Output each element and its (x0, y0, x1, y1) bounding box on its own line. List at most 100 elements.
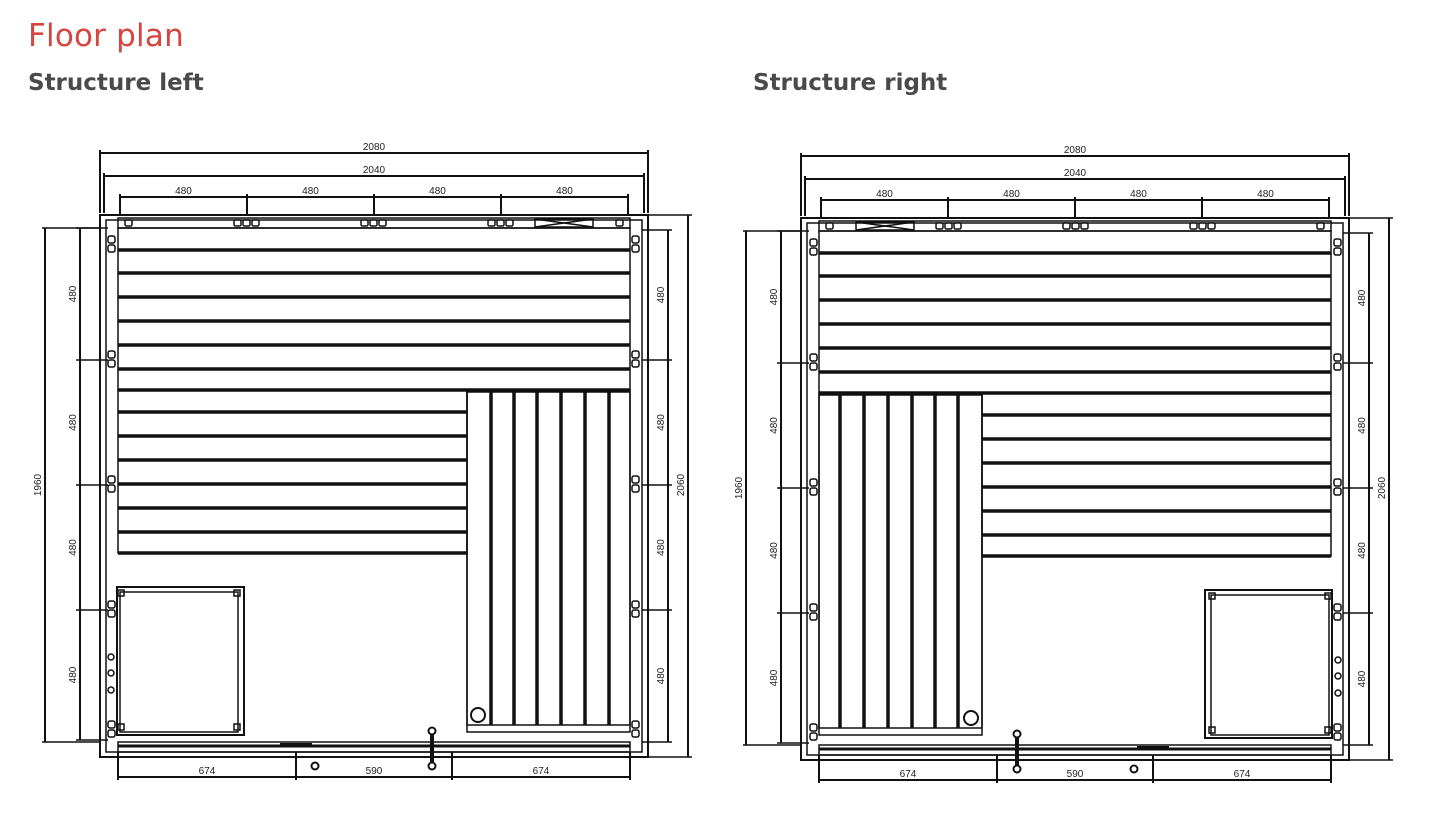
fastener (233, 219, 242, 227)
fastener (1333, 247, 1342, 256)
fastener (1198, 222, 1207, 230)
fastener (809, 723, 818, 732)
fastener (1071, 222, 1080, 230)
dimension-label: 480 (1357, 289, 1368, 306)
dimension-label: 480 (876, 189, 893, 200)
fastener (107, 484, 116, 493)
fastener (631, 729, 640, 738)
screw-icon (1334, 689, 1342, 697)
outer-wall (99, 214, 649, 758)
heater-inner (1210, 594, 1330, 736)
fastener (107, 600, 116, 609)
fastener (505, 219, 514, 227)
fastener (107, 720, 116, 729)
corner-post (233, 723, 241, 731)
dimension-label: 480 (1357, 542, 1368, 559)
fastener (487, 219, 496, 227)
fastener (1333, 362, 1342, 371)
upper-bench (117, 227, 631, 391)
corner-post (233, 589, 241, 597)
fastener (809, 362, 818, 371)
fastener (631, 600, 640, 609)
fastener (1333, 238, 1342, 247)
fastener (615, 219, 624, 227)
vent-frame (534, 218, 594, 228)
fastener (360, 219, 369, 227)
fastener (935, 222, 944, 230)
fastener (1189, 222, 1198, 230)
dimension-label: 2060 (1377, 476, 1388, 499)
dimension-label: 2080 (1064, 145, 1087, 156)
fastener (496, 219, 505, 227)
fastener (1333, 732, 1342, 741)
dimension-label: 480 (656, 539, 667, 556)
dimension-label: 480 (1257, 189, 1274, 200)
fastener (1316, 222, 1325, 230)
fastener (1333, 612, 1342, 621)
heater-guard (116, 586, 245, 736)
fastener (1080, 222, 1089, 230)
corner-post (117, 589, 125, 597)
fastener (809, 603, 818, 612)
fastener (809, 732, 818, 741)
corner-post (1324, 726, 1332, 734)
fastener (1333, 603, 1342, 612)
fastener (107, 244, 116, 253)
dimension-label: 480 (1003, 189, 1020, 200)
dimension-label: 2060 (676, 473, 687, 496)
dimension-label: 2040 (363, 165, 386, 176)
subtitle-structure-left: Structure left (28, 70, 204, 96)
fastener (631, 359, 640, 368)
fastener (631, 609, 640, 618)
vent-icon (534, 218, 594, 228)
handle-knob (1012, 764, 1022, 774)
fastener (944, 222, 953, 230)
fastener (809, 612, 818, 621)
fastener (825, 222, 834, 230)
fastener (631, 720, 640, 729)
dimension-label: 480 (68, 414, 79, 431)
heater-frame (1204, 589, 1333, 739)
fastener (953, 222, 962, 230)
corner-post (1324, 592, 1332, 600)
screw-icon (107, 686, 115, 694)
heater-inner (119, 591, 239, 733)
corner-post (1208, 592, 1216, 600)
dimension-label: 590 (366, 766, 383, 777)
screw-icon (107, 653, 115, 661)
vent-frame (855, 221, 915, 231)
dimension-label: 674 (533, 766, 550, 777)
dimension-label: 2080 (363, 142, 386, 153)
dimension-label: 480 (769, 542, 780, 559)
drain-icon (963, 710, 979, 726)
vent-cross (534, 218, 594, 228)
handle-knob (427, 761, 437, 771)
middle-bench (981, 392, 1332, 557)
corner-post (117, 723, 125, 731)
fastener (809, 247, 818, 256)
dimension-label: 674 (1234, 769, 1251, 780)
dimension-label: 590 (1067, 769, 1084, 780)
dimension-label: 480 (302, 186, 319, 197)
fastener (124, 219, 133, 227)
fastener (1062, 222, 1071, 230)
fastener (631, 235, 640, 244)
door-stop-icon (310, 761, 320, 771)
corner-post (1208, 726, 1216, 734)
dimension-label: 480 (656, 286, 667, 303)
handle-knob (427, 726, 437, 736)
dimension-label: 1960 (734, 476, 745, 499)
dimension-label: 674 (199, 766, 216, 777)
middle-bench (117, 389, 468, 554)
fastener (631, 244, 640, 253)
heater-guard (1204, 589, 1333, 739)
fastener (809, 238, 818, 247)
door-hinge (280, 743, 312, 747)
door-hinge (1137, 746, 1169, 750)
door-stop-icon (1129, 764, 1139, 774)
fastener (631, 484, 640, 493)
dimension-label: 480 (556, 186, 573, 197)
dimension-label: 480 (429, 186, 446, 197)
